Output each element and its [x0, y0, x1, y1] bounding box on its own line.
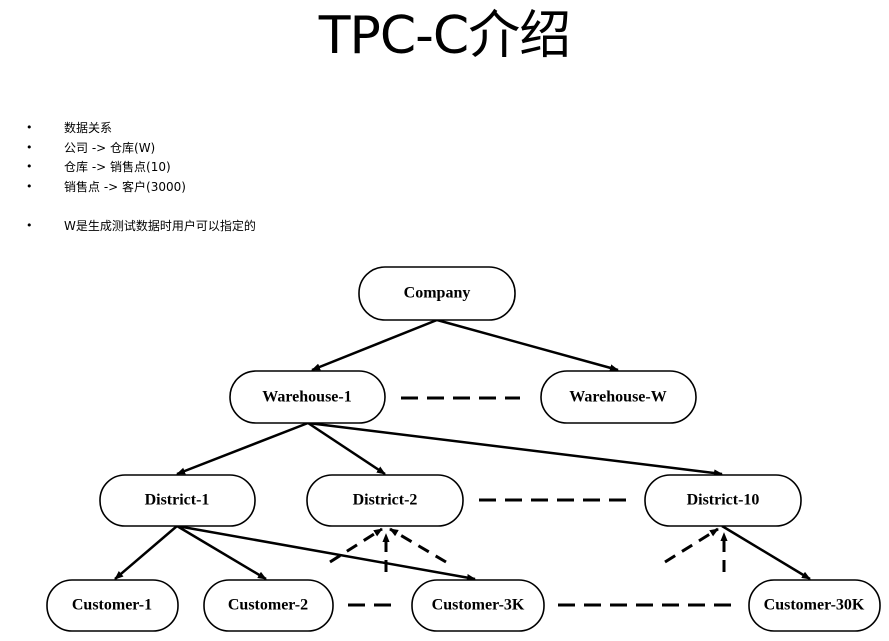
bullet-marker: • [26, 180, 33, 193]
bullet-text: 数据关系 [64, 121, 113, 135]
node-labels: Company Warehouse-1 Warehouse-W District… [72, 285, 865, 614]
node-district-10 [644, 474, 802, 527]
bullet-marker: • [26, 219, 33, 232]
edge-district-10-customer-30k [721, 524, 811, 581]
edge-warehouse-district-2 [307, 421, 386, 476]
node-customer-3k [411, 579, 545, 632]
node-customer-2 [203, 579, 334, 632]
edge-company-warehouse-1 [311, 318, 438, 372]
district-10-dashed-fan [664, 527, 728, 572]
bullet-marker: • [26, 141, 33, 154]
edge-warehouse-district-1 [176, 421, 309, 476]
bullet-marker: • [26, 121, 33, 134]
bullet-text: 公司 -> 仓库(W) [64, 141, 156, 155]
label-customer-2: Customer-2 [228, 597, 308, 614]
label-warehouse-1: Warehouse-1 [262, 389, 351, 406]
edge-district-1-customer-3k [176, 524, 476, 582]
bullet-text: 仓库 -> 销售点(10) [64, 160, 171, 174]
label-district-2: District-2 [353, 492, 418, 509]
edge-company-warehouse-w [436, 318, 619, 372]
label-company: Company [404, 285, 471, 302]
label-warehouse-w: Warehouse-W [569, 389, 666, 406]
label-district-10: District-10 [687, 492, 760, 509]
bullet-text: W是生成测试数据时用户可以指定的 [64, 219, 256, 233]
bullet-marker: • [26, 160, 33, 173]
district-2-dashed-fan [329, 527, 447, 572]
nodes [46, 266, 881, 632]
node-warehouse-1 [229, 370, 386, 424]
node-warehouse-w [540, 370, 697, 424]
dashed-arrow [389, 527, 447, 564]
slide-title: TPC-C介绍 [318, 6, 572, 66]
ellipsis-links [348, 396, 738, 607]
edges [114, 318, 811, 582]
dashed-arrow [664, 527, 719, 564]
bullet-list: • 数据关系 • 公司 -> 仓库(W) • 仓库 -> 销售点(10) • 销… [0, 0, 889, 260]
edge-warehouse-district-10 [307, 421, 723, 477]
edge-district-1-customer-2 [176, 524, 267, 581]
dashed-arrow [329, 527, 383, 564]
label-customer-30k: Customer-30K [764, 597, 865, 614]
node-district-1 [99, 474, 256, 527]
bullet-text: 销售点 -> 客户(3000) [64, 180, 186, 194]
label-customer-1: Customer-1 [72, 597, 152, 614]
node-company [358, 266, 516, 321]
node-customer-30k [748, 579, 881, 632]
label-district-1: District-1 [145, 492, 210, 509]
label-customer-3k: Customer-3K [432, 597, 525, 614]
node-customer-1 [46, 579, 179, 632]
edge-district-1-customer-1 [114, 525, 178, 580]
node-district-2 [306, 474, 464, 527]
